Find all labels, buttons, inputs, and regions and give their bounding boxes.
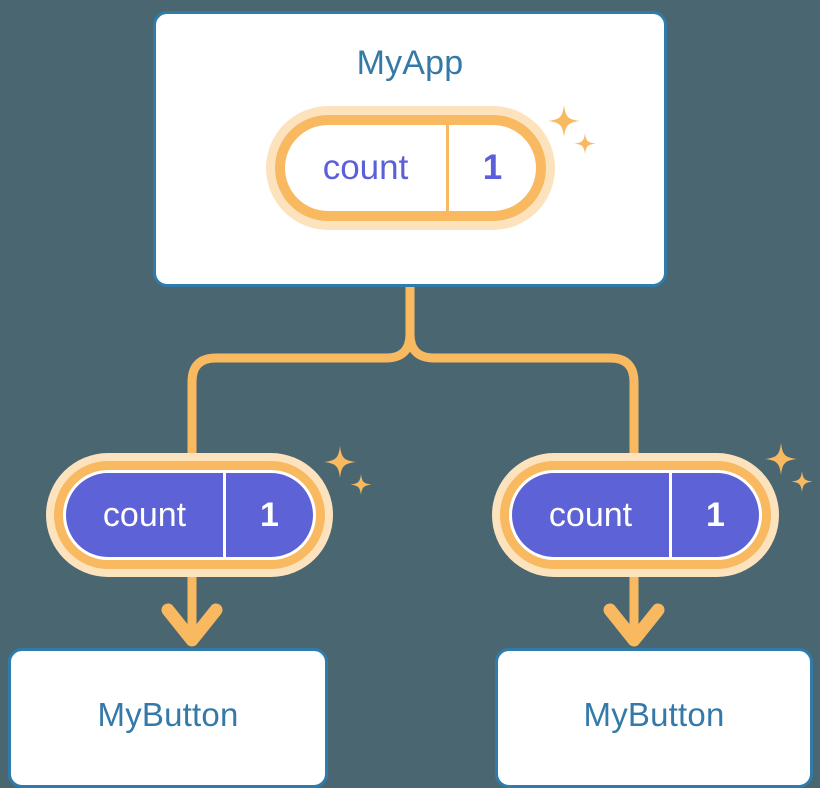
component-label-myapp: MyApp bbox=[356, 44, 464, 82]
state-pill-body: count 1 bbox=[509, 470, 762, 560]
branch-left-path bbox=[187, 282, 415, 458]
branch-right-path bbox=[405, 282, 639, 458]
state-pill-body: count 1 bbox=[63, 470, 316, 560]
state-pill-mybutton-left[interactable]: count 1 bbox=[46, 453, 333, 577]
component-box-mybutton-left[interactable]: MyButton bbox=[8, 648, 328, 788]
state-key: count bbox=[512, 473, 672, 557]
state-value: 1 bbox=[260, 495, 279, 534]
state-to-component-arrow-left bbox=[161, 577, 223, 647]
state-value: 1 bbox=[482, 148, 503, 187]
state-key: count bbox=[66, 473, 226, 557]
state-pill-body: count 1 bbox=[285, 125, 536, 211]
diagram-canvas: MyApp count 1 count 1 count 1 bbox=[8, 11, 813, 788]
component-label-mybutton: MyButton bbox=[97, 696, 239, 733]
state-key: count bbox=[285, 125, 449, 211]
state-pill-myapp[interactable]: count 1 bbox=[266, 106, 555, 230]
component-label-mybutton: MyButton bbox=[583, 696, 725, 733]
component-box-mybutton-right[interactable]: MyButton bbox=[495, 648, 813, 788]
state-pill-mybutton-right[interactable]: count 1 bbox=[492, 453, 779, 577]
state-value: 1 bbox=[706, 495, 725, 534]
sparkle-small-icon bbox=[350, 474, 372, 495]
sparkle-small-icon bbox=[791, 471, 813, 492]
state-to-component-arrow-right bbox=[603, 577, 665, 647]
